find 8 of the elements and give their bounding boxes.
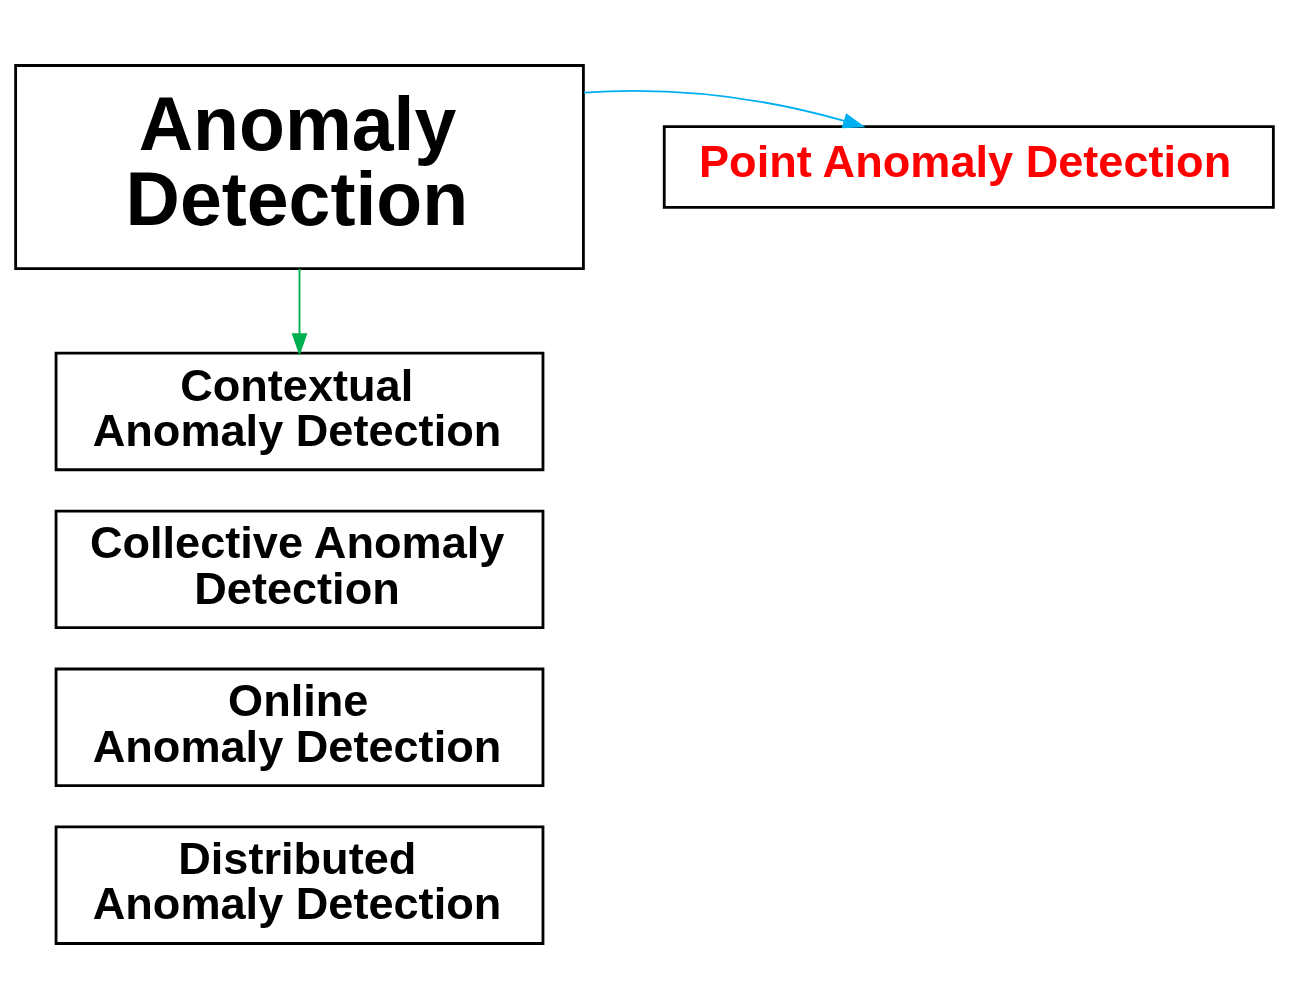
arrow xyxy=(582,89,866,128)
node-box: Distributed Anomaly Detection xyxy=(54,825,545,945)
node-box: Point Anomaly Detection xyxy=(662,124,1275,209)
arrow xyxy=(291,267,308,356)
node-box: Collective Anomaly Detection xyxy=(54,509,545,629)
node-box: Anomaly Detection xyxy=(14,63,585,270)
node-box: Online Anomaly Detection xyxy=(54,667,545,787)
node-box: Contextual Anomaly Detection xyxy=(54,351,545,471)
